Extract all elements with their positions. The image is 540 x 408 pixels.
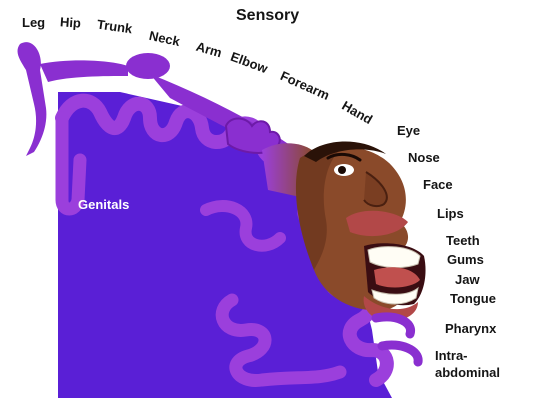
eye-pupil xyxy=(338,166,346,174)
label-hip: Hip xyxy=(60,15,82,29)
pharynx-tube xyxy=(376,317,411,334)
label-gums: Gums xyxy=(447,253,484,266)
label-intra: Intra- xyxy=(435,349,468,362)
label-genitals: Genitals xyxy=(78,198,129,211)
diagram-title: Sensory xyxy=(236,8,299,24)
label-lips: Lips xyxy=(437,207,464,220)
label-pharynx: Pharynx xyxy=(445,322,496,335)
label-abdominal: abdominal xyxy=(435,366,500,379)
label-face: Face xyxy=(423,178,453,191)
homunculus-small-head xyxy=(126,53,170,79)
label-teeth: Teeth xyxy=(446,234,480,247)
label-eye: Eye xyxy=(397,124,420,137)
label-leg: Leg xyxy=(22,16,45,29)
label-jaw: Jaw xyxy=(455,273,480,286)
label-nose: Nose xyxy=(408,151,440,164)
label-tongue: Tongue xyxy=(450,292,496,305)
